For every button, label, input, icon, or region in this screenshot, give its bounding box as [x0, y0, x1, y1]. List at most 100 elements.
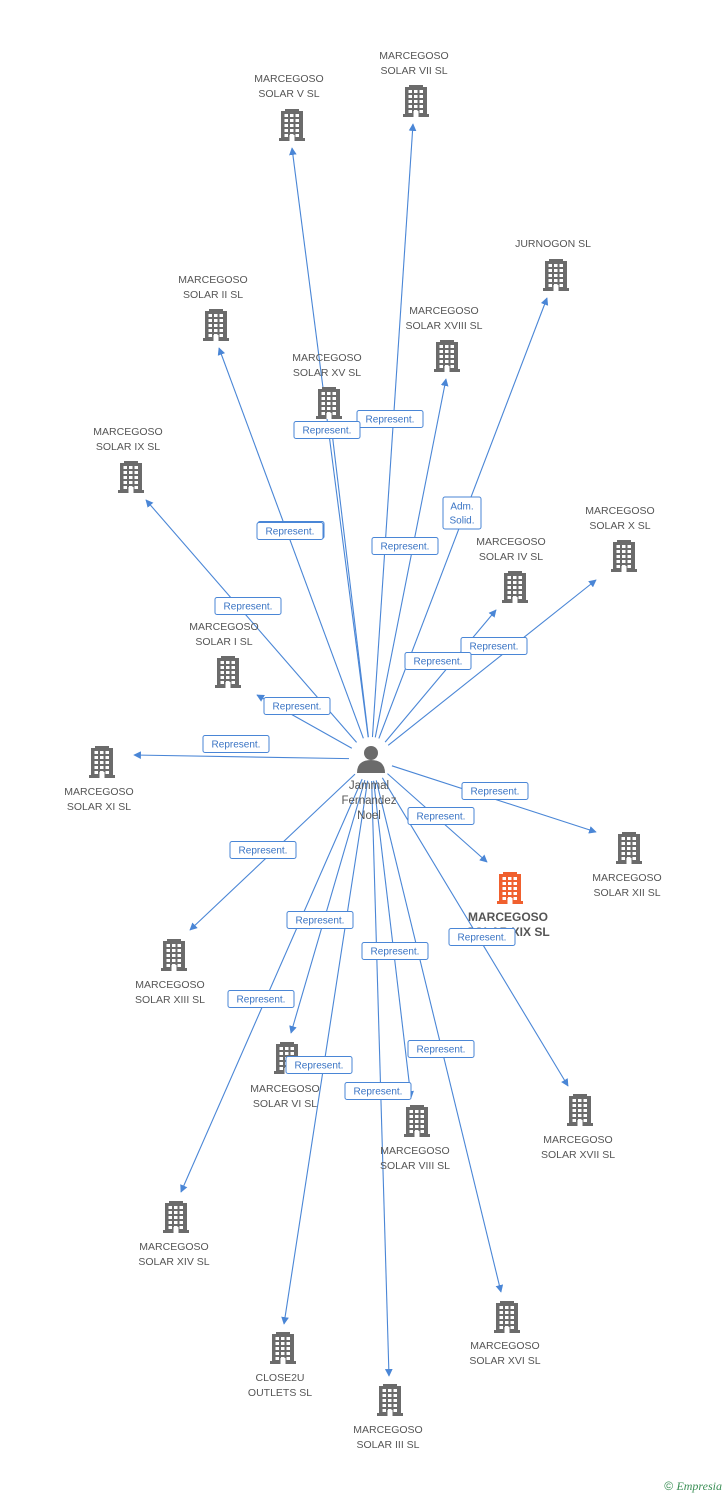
company-name-line: CLOSE2U: [255, 1372, 304, 1384]
building-icon: [543, 259, 569, 291]
building-icon: [163, 1201, 189, 1233]
edge-line-iii: [371, 780, 393, 1377]
company-node-i[interactable]: MARCEGOSO SOLAR I SL: [189, 621, 259, 688]
edge-label-box: [361, 942, 429, 960]
company-name-line: JURNOGON SL: [515, 238, 591, 250]
edge-line-xvi: [375, 780, 504, 1293]
edge-label-ix[interactable]: Represent.: [256, 522, 324, 540]
brand-logo-text[interactable]: Empresia: [676, 1479, 722, 1493]
edge-label-xvii[interactable]: Represent.: [448, 928, 516, 946]
edge-label-box: [214, 597, 282, 615]
edge-label-box: [407, 1040, 475, 1058]
company-name-line: SOLAR V SL: [258, 88, 319, 100]
edge-label-vi[interactable]: Represent.: [286, 911, 354, 929]
edge-label-text: Solid.: [449, 516, 474, 527]
company-node-jurnogon[interactable]: JURNOGON SL: [515, 238, 591, 291]
edge-label-vii[interactable]: Represent.: [371, 537, 439, 555]
company-name-line: MARCEGOSO: [380, 1145, 449, 1157]
edge-label-x[interactable]: Represent.: [460, 637, 528, 655]
building-icon: [215, 656, 241, 688]
edge-label-ii[interactable]: Represent.: [214, 597, 282, 615]
edge-label-box: [371, 537, 439, 555]
edge-label-xviii[interactable]: Represent.: [356, 410, 424, 428]
edge-line-xv: [327, 423, 369, 738]
edge-line-v: [289, 147, 369, 738]
company-name-line: SOLAR XIII SL: [135, 994, 205, 1006]
building-icon: [404, 1105, 430, 1137]
edge-label-xi[interactable]: Represent.: [202, 735, 270, 753]
company-name-line: SOLAR VIII SL: [380, 1160, 450, 1172]
edge-label-iv[interactable]: Represent.: [404, 652, 472, 670]
edge-labels-layer: Represent.Represent.Adm.Solid.Represent.…: [202, 410, 529, 1100]
person-icon: [357, 746, 385, 773]
copyright-footer: © Empresia: [664, 1479, 722, 1494]
edge-label-xiv[interactable]: Represent.: [227, 990, 295, 1008]
company-name-line: SOLAR I SL: [195, 636, 252, 648]
company-name-line: SOLAR VII SL: [380, 65, 447, 77]
edge-label-text: Represent.: [366, 415, 415, 426]
company-name-line: OUTLETS SL: [248, 1387, 312, 1399]
edge-label-xii[interactable]: Represent.: [461, 782, 529, 800]
company-name-line: MARCEGOSO: [543, 1134, 612, 1146]
edge-label-xvi[interactable]: Represent.: [407, 1040, 475, 1058]
edge-label-jurnogon[interactable]: Adm.Solid.: [442, 496, 482, 530]
copyright-symbol: ©: [664, 1479, 674, 1493]
company-name-line: MARCEGOSO: [250, 1083, 319, 1095]
company-name-line: MARCEGOSO: [178, 274, 247, 286]
building-icon: [89, 746, 115, 778]
edge-line-vi: [289, 779, 366, 1034]
company-name-line: MARCEGOSO: [189, 621, 258, 633]
edge-line-viii: [373, 780, 415, 1099]
edge-label-viii[interactable]: Represent.: [361, 942, 429, 960]
building-icon: [403, 85, 429, 117]
company-node-viii[interactable]: MARCEGOSO SOLAR VIII SL: [380, 1105, 450, 1172]
company-name-line: MARCEGOSO: [135, 979, 204, 991]
person-name-line: Jammal: [349, 780, 389, 792]
edge-label-text: Represent.: [381, 542, 430, 553]
company-name-line: MARCEGOSO: [468, 910, 548, 924]
company-name-line: MARCEGOSO: [93, 426, 162, 438]
edge-label-box: [448, 928, 516, 946]
edge-label-iii[interactable]: Represent.: [344, 1082, 412, 1100]
company-name-line: SOLAR IX SL: [96, 441, 160, 453]
edge-label-text: Represent.: [237, 995, 286, 1006]
person-name-line: Fernandez: [342, 795, 397, 807]
edge-label-close2u[interactable]: Represent.: [285, 1056, 353, 1074]
company-node-xiii[interactable]: MARCEGOSO SOLAR XIII SL: [135, 939, 205, 1006]
edge-label-box: [344, 1082, 412, 1100]
edge-line-xiv: [180, 778, 363, 1193]
edge-label-xix[interactable]: Represent.: [407, 807, 475, 825]
edge-label-text: Represent.: [273, 702, 322, 713]
building-icon: [377, 1384, 403, 1416]
edge-label-xv[interactable]: Represent.: [293, 421, 361, 439]
building-icon: [611, 540, 637, 572]
edge-label-text: Represent.: [354, 1087, 403, 1098]
edge-label-text: Represent.: [417, 1045, 466, 1056]
edge-label-text: Represent.: [212, 740, 261, 751]
company-node-close2u[interactable]: CLOSE2U OUTLETS SL: [248, 1332, 312, 1399]
building-icon: [494, 1301, 520, 1333]
company-node-ix[interactable]: MARCEGOSO SOLAR IX SL: [93, 426, 163, 493]
edge-label-i[interactable]: Represent.: [263, 697, 331, 715]
edge-label-box: [263, 697, 331, 715]
edge-label-xiii[interactable]: Represent.: [229, 841, 297, 859]
edge-label-box: [404, 652, 472, 670]
edge-label-box: [460, 637, 528, 655]
edge-label-box: [442, 496, 482, 530]
